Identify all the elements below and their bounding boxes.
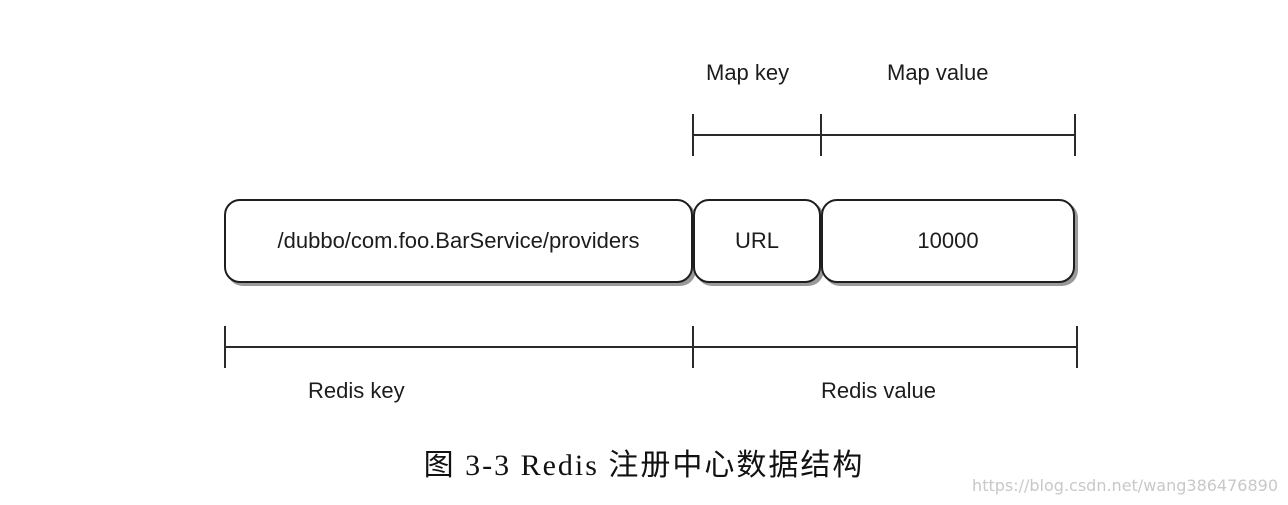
map-value-box: 10000 [821,199,1075,283]
watermark-text: https://blog.csdn.net/wang386476890 [972,476,1278,495]
redis-value-label: Redis value [821,378,936,403]
map-value-label: Map value [887,60,989,85]
map-value-text: 10000 [917,228,979,253]
redis-key-path-box: /dubbo/com.foo.BarService/providers [224,199,693,283]
redis-key-path-text: /dubbo/com.foo.BarService/providers [277,228,640,253]
map-key-label: Map key [706,60,790,85]
redis-key-label: Redis key [308,378,405,403]
figure-caption: 图 3-3 Redis 注册中心数据结构 [423,449,865,482]
map-key-url-text: URL [734,228,779,253]
map-key-url-box: URL [693,199,821,283]
